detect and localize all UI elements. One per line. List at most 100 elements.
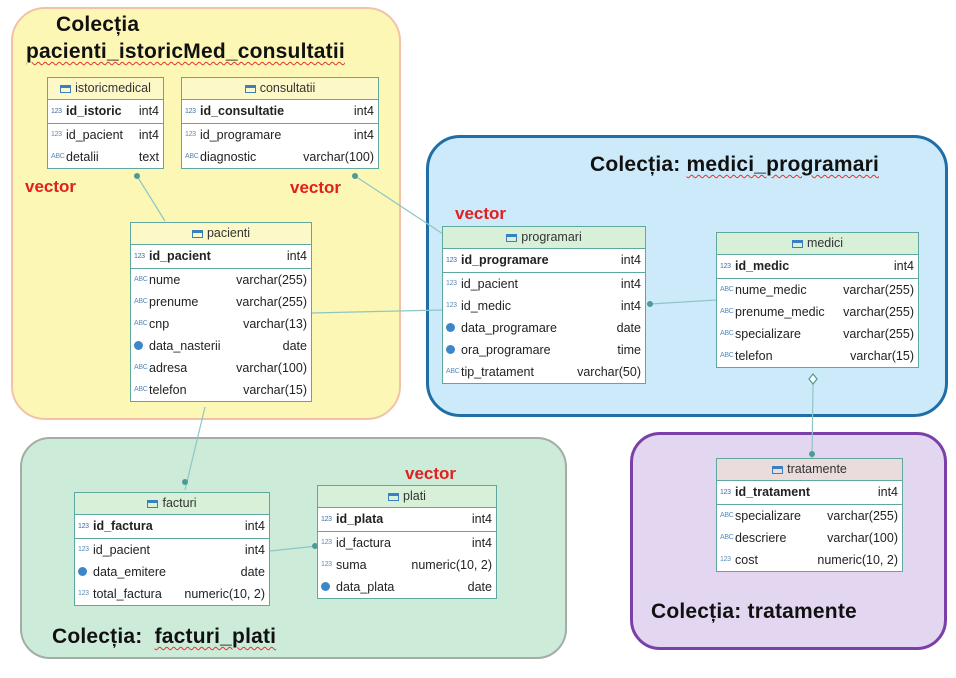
column-name: id_factura xyxy=(336,536,391,550)
date-type-icon xyxy=(446,323,455,332)
column-name: ora_programare xyxy=(461,343,551,357)
column-name: adresa xyxy=(149,361,188,375)
column-type: numeric(10, 2) xyxy=(817,553,898,567)
column-type: numeric(10, 2) xyxy=(184,587,265,601)
table-name: medici xyxy=(806,236,844,250)
column-name: nume xyxy=(149,273,181,287)
table-name: istoricmedical xyxy=(75,81,151,95)
table-header-consultatii[interactable]: consultatii xyxy=(182,78,378,100)
column-name: nume_medic xyxy=(735,283,807,297)
table-header-tratamente[interactable]: tratamente xyxy=(717,459,902,481)
table-header-pacienti[interactable]: pacienti xyxy=(131,223,311,245)
text-type-icon: ABC xyxy=(720,330,734,337)
column-type: int4 xyxy=(244,519,265,533)
column-name: id_pacient xyxy=(93,543,150,557)
text-type-icon: ABC xyxy=(446,368,460,375)
table-name: plati xyxy=(403,489,426,503)
column-name: suma xyxy=(336,558,367,572)
table-header-medici[interactable]: medici xyxy=(717,233,918,255)
region-title-tratamente: Colecția: tratamente xyxy=(651,600,857,623)
column-type: int4 xyxy=(138,128,159,142)
column-name: id_factura xyxy=(93,519,153,533)
table-header-facturi[interactable]: facturi xyxy=(75,493,269,515)
date-type-icon xyxy=(446,345,455,354)
table-header-plati[interactable]: plati xyxy=(318,486,496,508)
table-header-programari[interactable]: programari xyxy=(443,227,645,249)
table-name: consultatii xyxy=(259,81,316,95)
column-name: data_plata xyxy=(336,580,395,594)
column-type: int4 xyxy=(471,512,492,526)
column-type: numeric(10, 2) xyxy=(411,558,492,572)
primary-key-icon: 123 xyxy=(321,516,332,523)
text-type-icon: ABC xyxy=(134,276,148,283)
region-title-facturi: Colecția: facturi_plati xyxy=(52,625,277,648)
column-type: varchar(255) xyxy=(843,283,914,297)
primary-key-icon: 123 xyxy=(134,253,145,260)
table-name: tratamente xyxy=(787,462,847,476)
table-icon xyxy=(60,85,72,93)
text-type-icon: ABC xyxy=(134,320,148,327)
column-name: detalii xyxy=(66,150,99,164)
column-type: text xyxy=(138,150,159,164)
column-name: total_factura xyxy=(93,587,162,601)
vector-label-istoricmedical: vector xyxy=(25,177,77,196)
column-name: data_emitere xyxy=(93,565,166,579)
table-icon xyxy=(791,240,803,248)
column-name: id_pacient xyxy=(149,249,211,263)
column-type: date xyxy=(282,339,307,353)
vector-label-consultatii: vector xyxy=(290,178,342,197)
column-type: varchar(15) xyxy=(850,349,914,363)
column-type: varchar(255) xyxy=(827,509,898,523)
numeric-type-icon: 123 xyxy=(51,131,62,138)
table-header-istoricmedical[interactable]: istoricmedical xyxy=(48,78,163,100)
column-type: date xyxy=(616,321,641,335)
primary-key-icon: 123 xyxy=(446,257,457,264)
column-name: cost xyxy=(735,553,758,567)
column-name: prenume_medic xyxy=(735,305,825,319)
